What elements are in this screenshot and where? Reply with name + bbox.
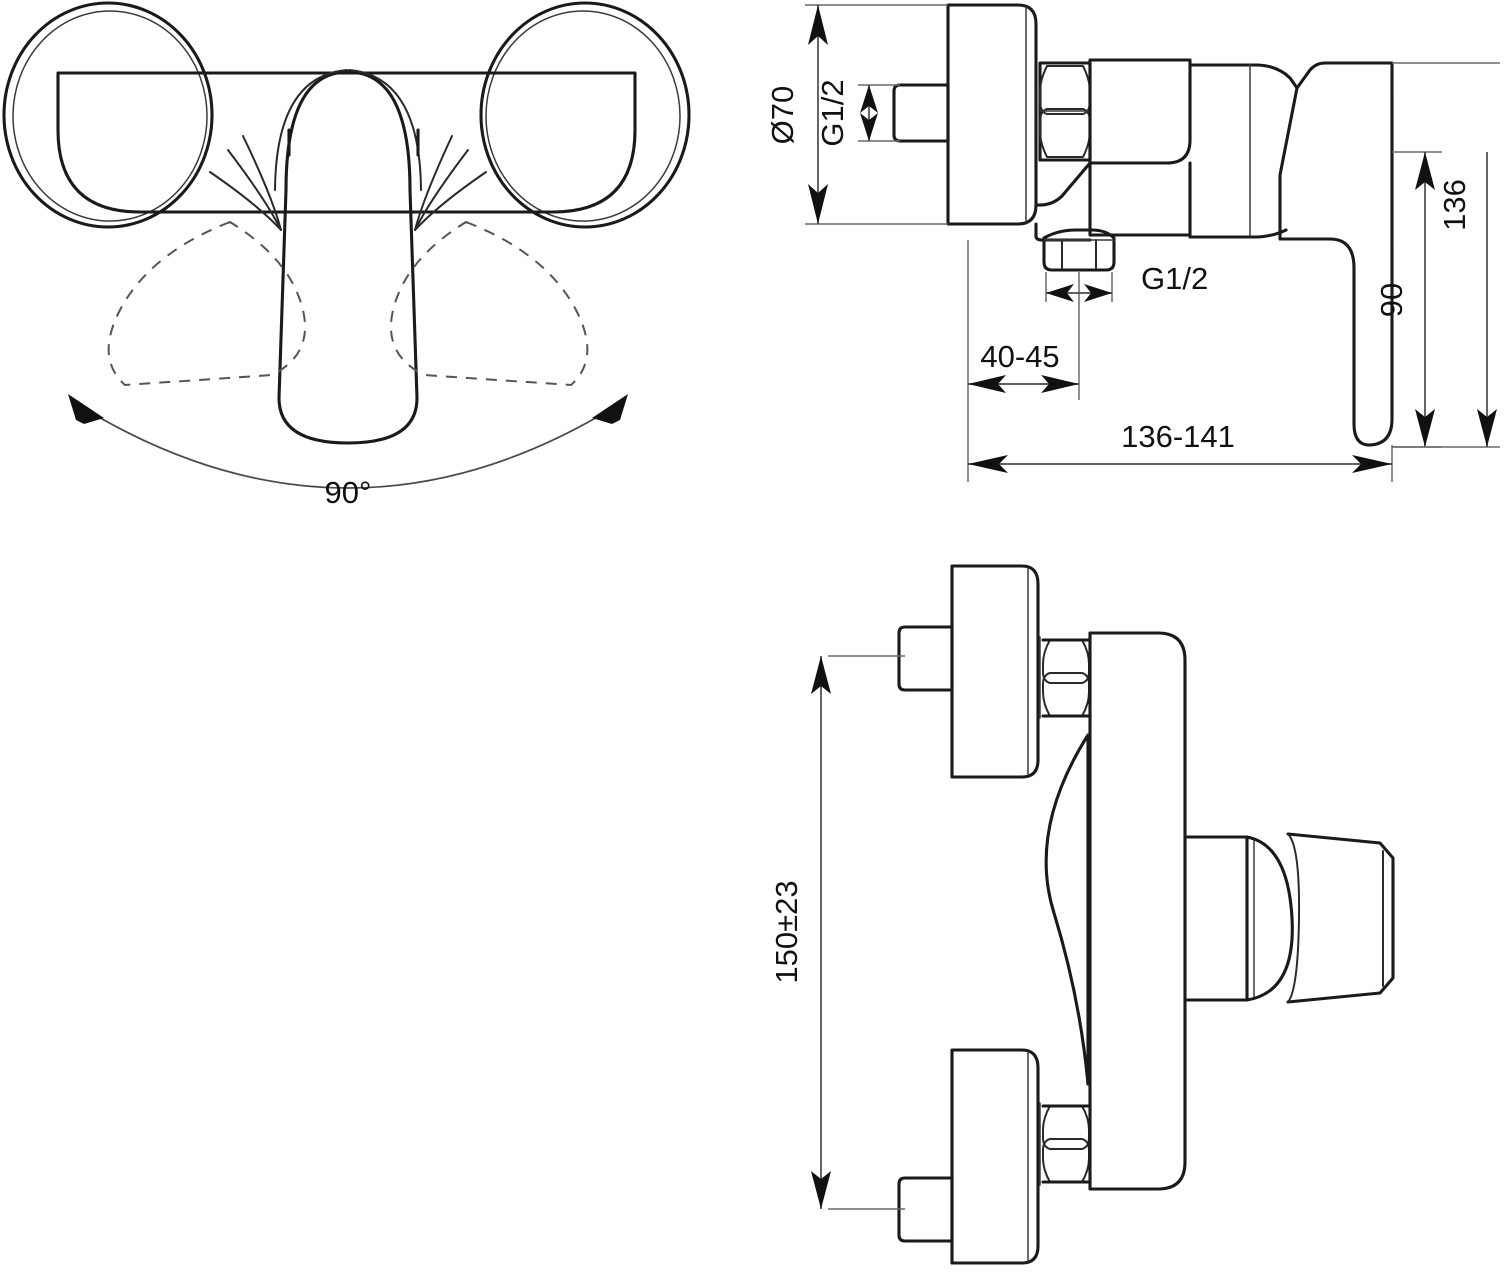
flange-diameter-label: Ø70: [765, 86, 800, 145]
lever-handle-side: [1278, 61, 1394, 447]
mixer-body-bar: [56, 71, 637, 214]
dimension-inlet-centres: 150±23: [769, 655, 905, 1210]
mixer-body-block: [1088, 58, 1192, 237]
body-height-label: 136: [1437, 179, 1472, 231]
wall-to-outlet-label: 40-45: [980, 339, 1059, 374]
bottom-plan-view: 150±23: [769, 564, 1395, 1265]
dimension-overall-depth: 136-141: [967, 400, 1393, 482]
bottom-outlet-thread-label: G1/2: [1141, 261, 1208, 296]
dimension-lever-height: 90: [1374, 151, 1442, 448]
dimension-bottom-outlet-thread: G1/2: [1045, 261, 1208, 302]
dimension-top-inlet-thread: G1/2: [815, 79, 900, 147]
lower-inlet-nipple: [897, 1176, 954, 1243]
cartridge-barrel: [1188, 63, 1299, 239]
left-escutcheon-ring: [2, 1, 214, 229]
lever-handle-front: [274, 69, 422, 445]
bottom-outlet-nut: [1042, 228, 1116, 272]
dimension-body-height: 136: [1392, 62, 1500, 448]
angle-dimension-label: 90°: [325, 475, 372, 510]
top-escutcheon-plate: [946, 3, 1038, 226]
upper-connection-nut: [1039, 636, 1091, 719]
top-inlet-nipple: [892, 83, 950, 143]
inlet-centres-label: 150±23: [769, 880, 804, 983]
body-wave-contour: [1044, 733, 1090, 1086]
dimension-flange-diameter: Ø70: [765, 4, 948, 225]
body-shroud-diagonal: [1034, 161, 1092, 242]
lower-connection-nut: [1039, 1102, 1091, 1186]
mixer-body-plan: [1086, 631, 1187, 1191]
upper-inlet-nipple: [897, 625, 954, 692]
spout-outlet-plan: [1183, 832, 1395, 1004]
upper-escutcheon-plate: [950, 564, 1040, 779]
lever-phantom-right: [389, 220, 589, 387]
right-escutcheon-ring: [479, 1, 691, 229]
top-inlet-thread-label: G1/2: [815, 79, 850, 146]
lever-height-label: 90: [1374, 283, 1409, 317]
overall-depth-label: 136-141: [1121, 419, 1235, 454]
side-elevation-view: Ø70 G1/2 G1/2 40-45: [765, 3, 1500, 482]
lower-escutcheon-plate: [950, 1048, 1040, 1265]
dimension-wall-to-outlet: 40-45: [967, 240, 1080, 400]
lever-shoulder-curves-left: [209, 135, 282, 231]
front-elevation-view: 90°: [2, 1, 691, 510]
angle-dimension-90: 90°: [68, 394, 628, 510]
lever-phantom-left: [107, 220, 307, 387]
top-connection-nut: [1038, 61, 1092, 162]
lever-shoulder-curves-right: [414, 135, 487, 231]
